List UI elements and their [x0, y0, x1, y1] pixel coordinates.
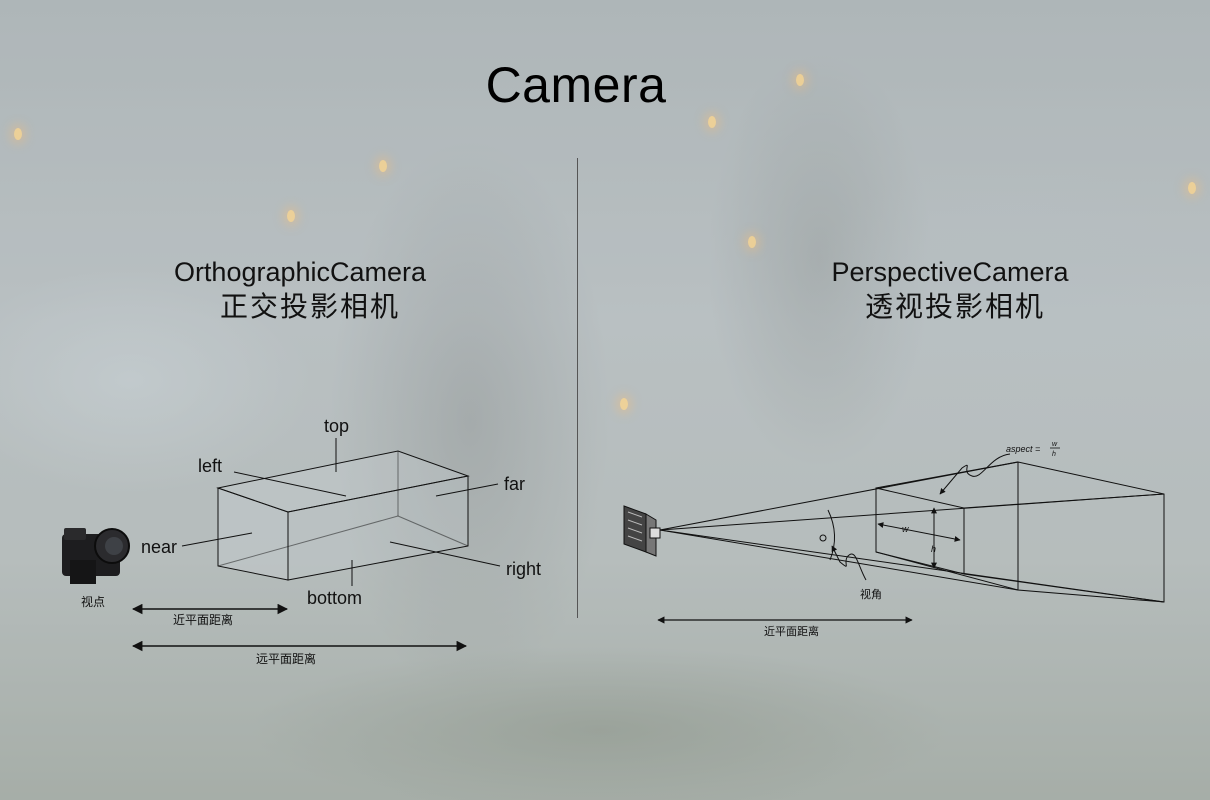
label-left: left — [198, 456, 222, 476]
label-w: w — [902, 524, 909, 534]
label-right: right — [506, 559, 541, 579]
persp-near-distance-label: 近平面距离 — [764, 624, 819, 638]
label-near: near — [141, 537, 177, 557]
persp-frustum — [659, 461, 1165, 603]
ortho-name-en: OrthographicCamera — [173, 257, 427, 287]
lantern-glow — [708, 116, 716, 128]
view-center-icon — [819, 534, 827, 542]
ortho-name-zh: 正交投影相机 — [219, 291, 400, 322]
ortho-box — [216, 450, 470, 581]
lantern-glow — [620, 398, 628, 410]
label-far: far — [504, 474, 525, 494]
fov-label: 视角 — [860, 587, 882, 601]
width-arrow — [877, 522, 961, 542]
center-divider — [577, 158, 578, 618]
label-bottom: bottom — [307, 588, 362, 608]
lantern-glow — [796, 74, 804, 86]
lantern-glow — [379, 160, 387, 172]
camera-icon — [623, 505, 661, 557]
aspect-pointer — [939, 453, 1011, 495]
page-title: Camera — [485, 57, 667, 113]
ortho-heading: OrthographicCamera 正交投影相机 — [150, 256, 450, 326]
aspect-h: h — [1052, 451, 1056, 458]
persp-name-en: PerspectiveCamera — [831, 257, 1069, 287]
lantern-glow — [748, 236, 756, 248]
ortho-leaders — [181, 438, 501, 586]
lantern-glow — [287, 210, 295, 222]
camera-icon — [62, 528, 130, 584]
lantern-glow — [1188, 182, 1196, 194]
lantern-glow — [14, 128, 22, 140]
persp-heading: PerspectiveCamera 透视投影相机 — [800, 256, 1100, 326]
label-top: top — [324, 416, 349, 436]
label-h: h — [931, 544, 936, 554]
aspect-label: aspect = — [1006, 444, 1040, 454]
aspect-w: w — [1052, 441, 1058, 448]
viewpoint-label: 视点 — [81, 594, 105, 609]
ortho-near-distance-label: 近平面距离 — [173, 612, 233, 627]
persp-name-zh: 透视投影相机 — [864, 291, 1045, 322]
ortho-far-distance-label: 远平面距离 — [256, 651, 316, 666]
fov-pointer — [831, 545, 867, 581]
